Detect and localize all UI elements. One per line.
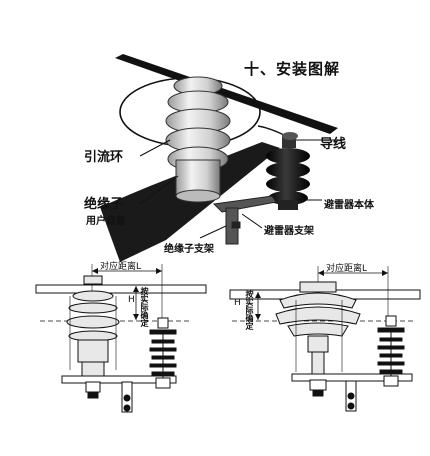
wire-conductor <box>115 54 338 134</box>
leader-lines <box>139 139 340 239</box>
left-distance-label: 对应距离L <box>100 262 142 272</box>
arrester-bracket-3d <box>212 195 277 245</box>
detail-right <box>229 266 421 412</box>
drainage-lead <box>257 125 287 137</box>
label-arrester-body: 避雷器本体 <box>324 200 374 211</box>
arrester-body-3d <box>266 132 310 210</box>
right-h-label: H <box>234 298 241 308</box>
label-insulator: 绝缘子 <box>84 197 124 212</box>
diagram-title: 十、安装图解 <box>244 60 341 78</box>
right-vertical-note: 按实际确定 <box>245 290 254 330</box>
label-drainage-ring: 引流环 <box>84 150 124 165</box>
label-wire: 导线 <box>320 137 347 152</box>
detail-left <box>35 264 207 413</box>
label-arrester-bracket: 避雷器支架 <box>264 226 314 237</box>
left-h-label: H <box>128 295 135 305</box>
right-distance-label: 对应距离L <box>326 264 368 274</box>
left-vertical-note: 按实际确定 <box>140 287 149 327</box>
insulator-3d <box>165 76 231 203</box>
label-user-supplied: 用户自备 <box>86 216 126 227</box>
label-insulator-bracket: 绝缘子支架 <box>164 244 214 255</box>
